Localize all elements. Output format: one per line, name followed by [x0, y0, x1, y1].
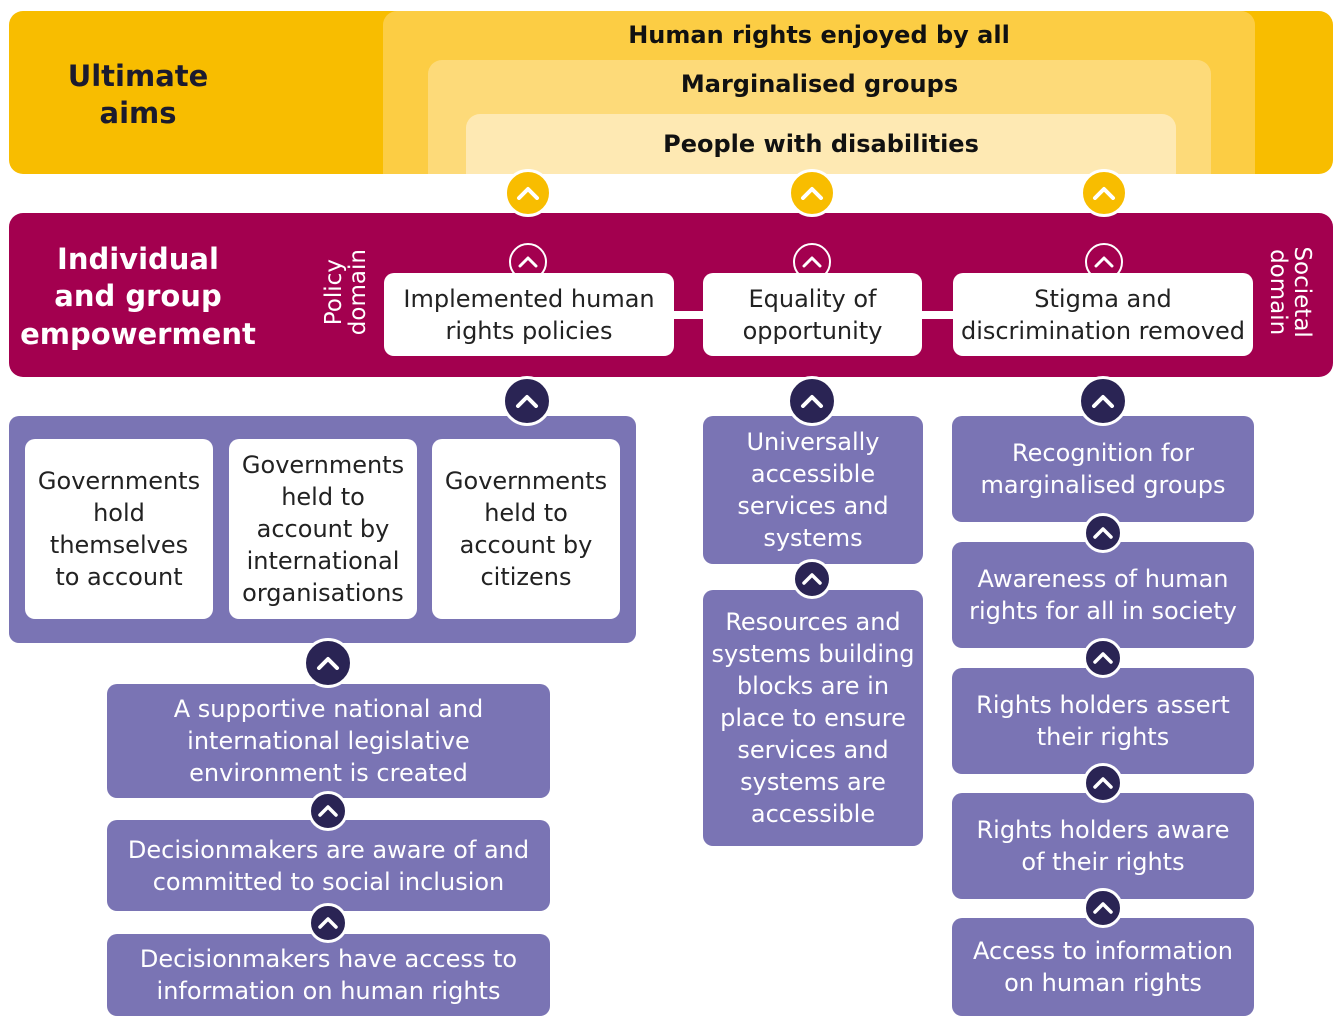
box-access-to-information: Access to information on human rights	[952, 918, 1254, 1016]
chevron-up-icon	[303, 638, 353, 688]
box-resources-building-blocks: Resources and systems building blocks ar…	[703, 590, 923, 846]
chevron-up-icon	[509, 243, 547, 281]
chevron-up-icon	[1080, 169, 1128, 217]
chevron-up-icon	[1083, 763, 1123, 803]
box-governments-hold-themselves: Governments hold themselves to account	[25, 439, 213, 619]
chevron-up-icon	[793, 243, 831, 281]
label-people-with-disabilities: People with disabilities	[663, 130, 979, 158]
chevron-up-icon	[1083, 638, 1123, 678]
box-awareness-human-rights: Awareness of human rights for all in soc…	[952, 542, 1254, 648]
box-rights-holders-assert: Rights holders assert their rights	[952, 668, 1254, 774]
chevron-up-icon	[787, 376, 837, 426]
societal-domain-label: Societal domain	[1265, 246, 1316, 339]
chevron-up-icon	[504, 169, 552, 217]
label-human-rights-all: Human rights enjoyed by all	[628, 21, 1010, 49]
box-decisionmakers-committed: Decisionmakers are aware of and committe…	[107, 820, 550, 911]
box-international-organisations: Governments held to account by internati…	[229, 439, 417, 619]
outcome-equality-of-opportunity: Equality of opportunity	[703, 273, 922, 356]
box-rights-holders-aware: Rights holders aware of their rights	[952, 793, 1254, 899]
outcome-human-rights-policies: Implemented human rights policies	[384, 273, 674, 356]
chevron-up-icon	[1083, 513, 1123, 553]
chevron-up-icon	[1083, 888, 1123, 928]
chevron-up-icon	[792, 559, 832, 599]
box-universally-accessible: Universally accessible services and syst…	[703, 416, 923, 564]
nest-people-with-disabilities: People with disabilities	[466, 114, 1176, 174]
box-recognition-marginalised: Recognition for marginalised groups	[952, 416, 1254, 522]
empowerment-heading: Individual and group empowerment	[20, 242, 256, 351]
box-citizens: Governments held to account by citizens	[432, 439, 620, 619]
label-marginalised-groups: Marginalised groups	[680, 70, 959, 98]
chevron-up-icon	[308, 791, 348, 831]
ultimate-aims-heading: Ultimate aims	[67, 58, 209, 130]
chevron-up-icon	[502, 376, 552, 426]
chevron-up-icon	[1078, 376, 1128, 426]
chevron-up-icon	[308, 903, 348, 943]
chevron-up-icon	[788, 169, 836, 217]
policy-domain-label: Policy domain	[320, 248, 372, 336]
outcome-stigma-removed: Stigma and discrimination removed	[953, 273, 1253, 356]
box-legislative-environment: A supportive national and international …	[107, 684, 550, 798]
connector-line	[672, 311, 706, 319]
chevron-up-icon	[1085, 243, 1123, 281]
box-decisionmakers-access: Decisionmakers have access to informatio…	[107, 934, 550, 1016]
connector-line	[920, 311, 956, 319]
